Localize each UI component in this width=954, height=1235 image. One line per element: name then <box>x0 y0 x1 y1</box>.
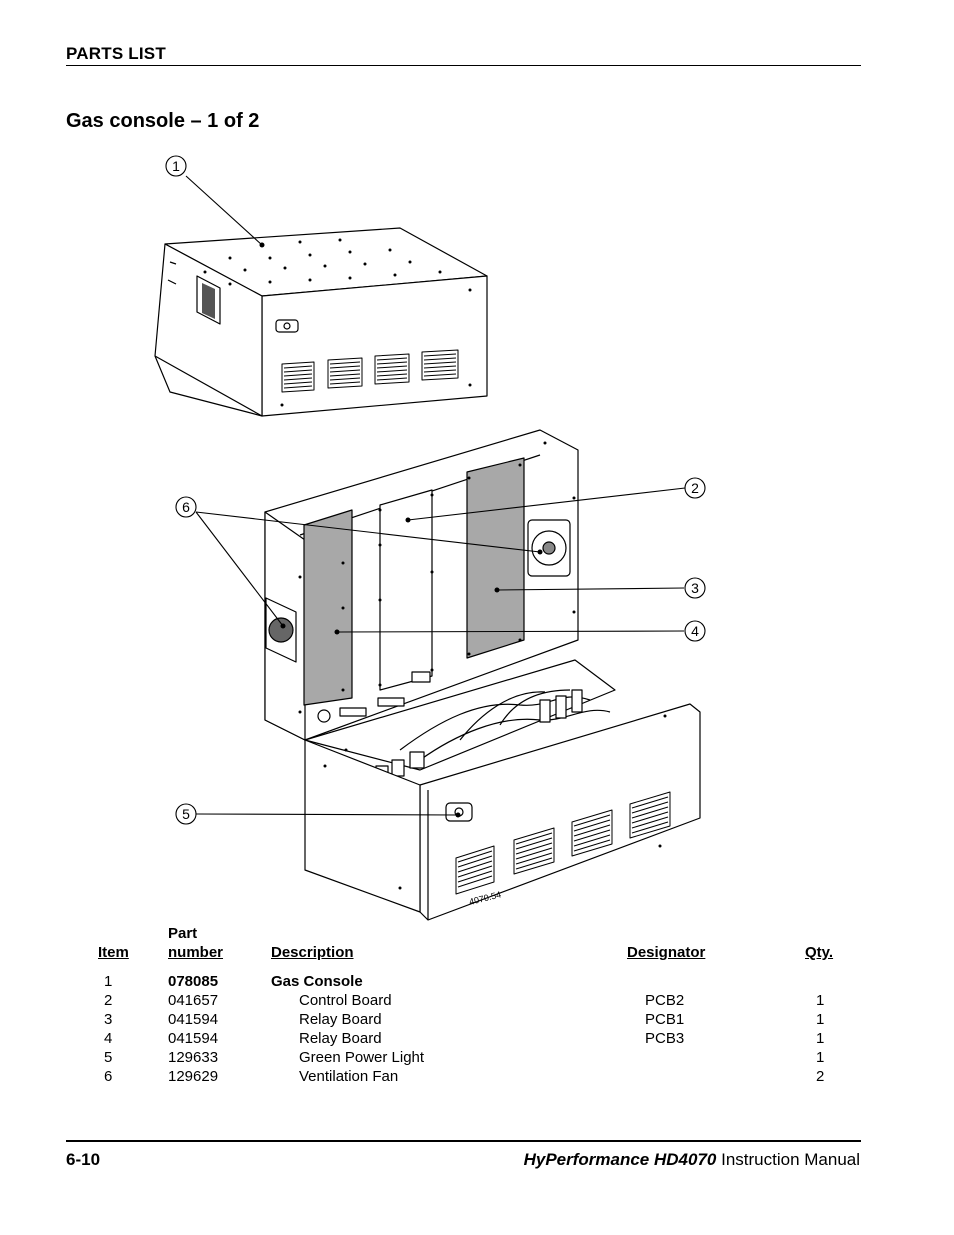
section-header: PARTS LIST <box>66 44 166 63</box>
header-rule <box>66 65 861 66</box>
callout-4: 4 <box>691 623 699 639</box>
table-header-row: Item Part number Description Designator … <box>92 924 876 962</box>
gas-console-illustration: 1 2 3 4 5 6 4070.54 <box>154 155 706 921</box>
product-name: HyPerformance HD4070 <box>523 1150 717 1169</box>
callout-leaders <box>185 175 686 816</box>
col-header-qty: Qty. <box>805 944 834 961</box>
callout-5-circle <box>175 803 197 825</box>
page-title: Gas console – 1 of 2 <box>66 110 260 132</box>
table-row: 3 041594 Relay Board PCB1 1 <box>104 1011 825 1028</box>
callout-3: 3 <box>691 580 699 596</box>
callout-3-circle <box>684 577 706 599</box>
col-header-designator: Designator <box>627 944 706 961</box>
callout-1: 1 <box>172 158 180 174</box>
col-header-item: Item <box>98 944 129 961</box>
manual-title: HyPerformance HD4070 Instruction Manual <box>524 1150 860 1170</box>
console-cover-drawing <box>154 227 488 417</box>
callout-5: 5 <box>182 806 190 822</box>
callout-2-circle <box>684 477 706 499</box>
callout-1-circle <box>165 155 187 177</box>
table-row: 2 041657 Control Board PCB2 1 <box>104 992 825 1009</box>
callout-4-circle <box>684 620 706 642</box>
callout-6-circle <box>175 496 197 518</box>
parts-table: Item Part number Description Designator … <box>92 924 876 1086</box>
table-row: 1 078085 Gas Console <box>104 973 363 990</box>
callout-2: 2 <box>691 480 699 496</box>
col-header-part-number: Part number <box>168 925 224 961</box>
table-row: 5 129633 Green Power Light 1 <box>104 1049 825 1066</box>
console-chassis-drawing <box>264 429 701 921</box>
col-header-description: Description <box>271 944 354 961</box>
page-number: 6-10 <box>66 1150 101 1169</box>
footer-rule <box>66 1140 861 1142</box>
table-row: 6 129629 Ventilation Fan 2 <box>104 1068 825 1085</box>
manual-label: Instruction Manual <box>721 1150 860 1169</box>
table-row: 4 041594 Relay Board PCB3 1 <box>104 1030 825 1047</box>
callout-6: 6 <box>182 499 190 515</box>
